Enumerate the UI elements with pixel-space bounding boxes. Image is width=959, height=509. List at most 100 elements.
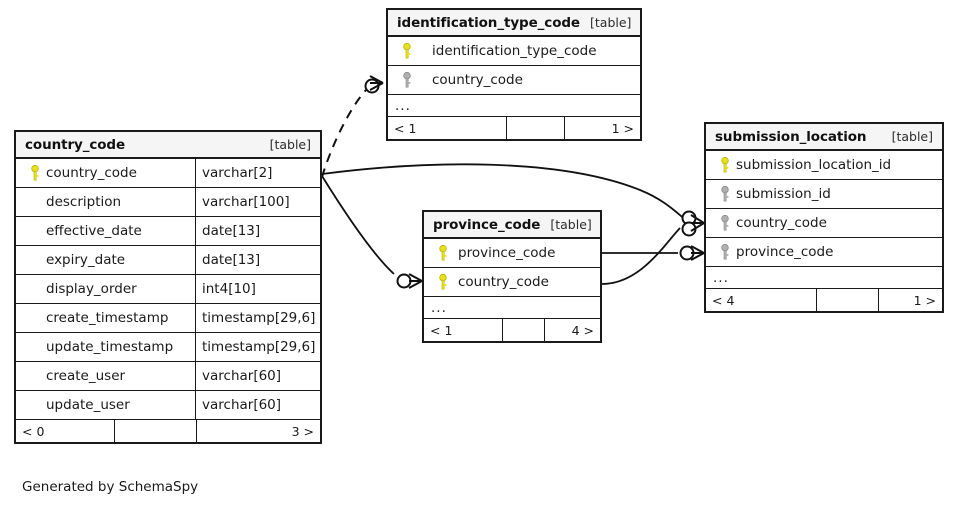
edge-many-marker — [408, 273, 423, 289]
column-type: varchar[60] — [195, 391, 320, 419]
column-name-cell: update_user — [16, 391, 195, 419]
table-header: identification_type_code [table] — [388, 10, 640, 37]
table-title: submission_location — [715, 128, 867, 145]
table-title: identification_type_code — [397, 14, 580, 31]
column-type: varchar[60] — [195, 362, 320, 390]
table-header: province_code [table] — [424, 212, 600, 239]
column-type: date[13] — [195, 246, 320, 274]
column-name: country_code — [432, 72, 523, 88]
column-name-cell: submission_location_id — [706, 151, 942, 179]
edge-zero-marker — [681, 221, 697, 237]
column-name-cell: province_code — [706, 238, 942, 266]
column-name-cell: country_code — [388, 66, 640, 94]
more-columns-indicator: ... — [706, 267, 942, 289]
column-name-cell: effective_date — [16, 217, 195, 245]
column-name: province_code — [458, 245, 556, 261]
column-name: update_user — [46, 397, 130, 413]
table-province-code[interactable]: province_code [table] province_code coun… — [422, 210, 602, 343]
column-name-cell: display_order — [16, 275, 195, 303]
column-type: timestamp[29,6] — [195, 304, 320, 332]
column-name-cell: expiry_date — [16, 246, 195, 274]
column-name: province_code — [736, 244, 834, 260]
primary-key-icon — [714, 156, 736, 174]
footer-child-count: 1 > — [564, 117, 640, 139]
column-name: description — [46, 194, 122, 210]
table-row[interactable]: expiry_date date[13] — [16, 246, 320, 275]
more-columns-indicator: ... — [424, 297, 600, 319]
edge-many-marker — [690, 245, 705, 261]
table-row[interactable]: country_code varchar[2] — [16, 159, 320, 188]
table-row[interactable]: submission_location_id — [706, 151, 942, 180]
column-name: submission_location_id — [736, 157, 892, 173]
column-name: display_order — [46, 281, 137, 297]
table-row[interactable]: effective_date date[13] — [16, 217, 320, 246]
column-name: expiry_date — [46, 252, 126, 268]
column-name-cell: description — [16, 188, 195, 216]
column-name-cell: province_code — [424, 239, 600, 267]
table-row[interactable]: submission_id — [706, 180, 942, 209]
table-row[interactable]: display_order int4[10] — [16, 275, 320, 304]
table-submission-location[interactable]: submission_location [table] submission_l… — [704, 122, 944, 313]
edge-country-to-province — [321, 175, 395, 275]
table-identification-type-code[interactable]: identification_type_code [table] identif… — [386, 8, 642, 141]
column-name: create_timestamp — [46, 310, 169, 326]
table-row[interactable]: description varchar[100] — [16, 188, 320, 217]
column-name-cell: submission_id — [706, 180, 942, 208]
table-kind-label: [table] — [590, 15, 632, 30]
table-row[interactable]: country_code — [706, 209, 942, 238]
table-row[interactable]: create_timestamp timestamp[29,6] — [16, 304, 320, 333]
footer-parent-count: < 1 — [394, 120, 417, 136]
column-name-cell: identification_type_code — [388, 37, 640, 65]
edge-many-marker — [690, 214, 705, 232]
foreign-key-icon — [714, 214, 736, 232]
footer-parent-count: < 1 — [430, 322, 453, 338]
foreign-key-icon — [714, 185, 736, 203]
table-header: submission_location [table] — [706, 124, 942, 151]
column-type: varchar[100] — [195, 188, 320, 216]
table-kind-label: [table] — [269, 137, 311, 152]
column-name: submission_id — [736, 186, 831, 202]
column-name: update_timestamp — [46, 339, 174, 355]
column-name: country_code — [46, 165, 137, 181]
column-type: int4[10] — [195, 275, 320, 303]
column-type: date[13] — [195, 217, 320, 245]
table-footer: < 0 3 > — [16, 420, 320, 442]
table-footer: < 1 1 > — [388, 117, 640, 139]
more-columns-indicator: ... — [388, 95, 640, 117]
table-header: country_code [table] — [16, 132, 320, 159]
table-row[interactable]: country_code — [388, 66, 640, 95]
column-name-cell: create_user — [16, 362, 195, 390]
edge-zero-marker — [681, 210, 697, 226]
foreign-key-icon — [396, 71, 418, 89]
column-name: country_code — [736, 215, 827, 231]
primary-key-icon — [432, 273, 454, 291]
table-row[interactable]: province_code — [706, 238, 942, 267]
footer-child-count: 4 > — [544, 319, 600, 341]
edge-province-country-to-submission-country — [601, 227, 681, 285]
table-row[interactable]: country_code — [424, 268, 600, 297]
edge-zero-marker — [396, 273, 412, 289]
table-title: country_code — [25, 136, 126, 153]
footer-parent-count: < 0 — [22, 423, 45, 439]
table-row[interactable]: update_user varchar[60] — [16, 391, 320, 420]
footer-child-count: 1 > — [878, 289, 942, 311]
footer-middle — [502, 319, 544, 341]
footer-middle — [114, 420, 196, 442]
table-row[interactable]: province_code — [424, 239, 600, 268]
table-country-code[interactable]: country_code [table] country_code varcha… — [14, 130, 322, 444]
edge-zero-marker — [679, 245, 695, 261]
column-name-cell: update_timestamp — [16, 333, 195, 361]
column-type: varchar[2] — [195, 159, 320, 187]
footer-middle — [816, 289, 878, 311]
column-name: identification_type_code — [432, 43, 597, 59]
table-row[interactable]: identification_type_code — [388, 37, 640, 66]
column-type: timestamp[29,6] — [195, 333, 320, 361]
column-name-cell: country_code — [424, 268, 600, 296]
table-row[interactable]: update_timestamp timestamp[29,6] — [16, 333, 320, 362]
table-row[interactable]: create_user varchar[60] — [16, 362, 320, 391]
primary-key-icon — [396, 42, 418, 60]
primary-key-icon — [432, 244, 454, 262]
footer-middle — [506, 117, 564, 139]
footer-parent-count: < 4 — [712, 292, 735, 308]
footer-child-count: 3 > — [196, 420, 320, 442]
